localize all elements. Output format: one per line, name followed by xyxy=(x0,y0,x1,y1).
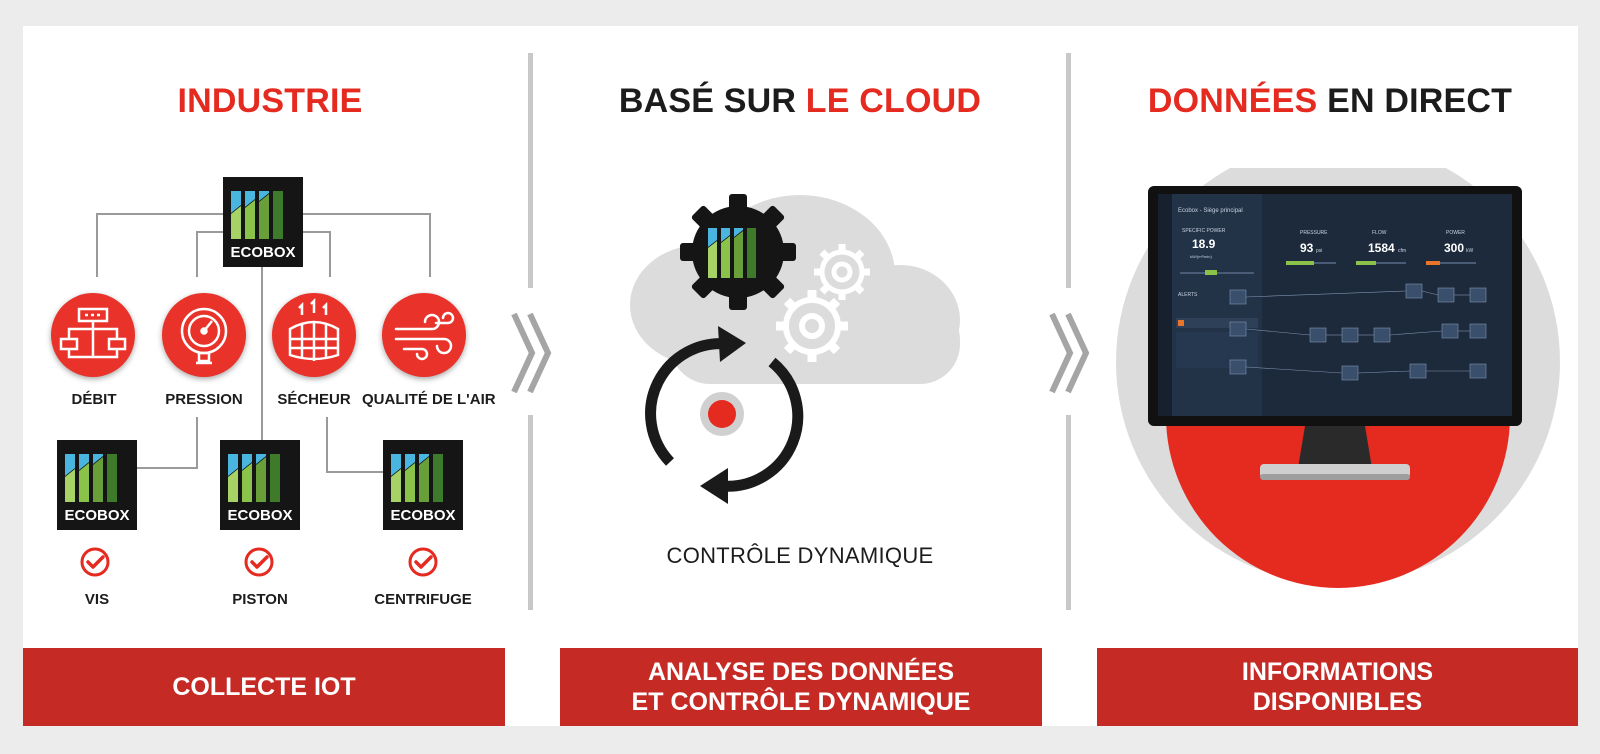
ecobox-label: ECOBOX xyxy=(227,507,293,524)
gear-icon xyxy=(680,194,796,310)
ecobox-centrifuge: ECOBOX xyxy=(383,440,463,530)
dryer-icon xyxy=(272,293,356,377)
cloud-caption: CONTRÔLE DYNAMIQUE xyxy=(666,543,934,568)
separator-bottom-1 xyxy=(528,415,533,610)
banner-collecte-iot-text: COLLECTE IOT xyxy=(172,673,356,701)
banner-informations-line2: DISPONIBLES xyxy=(1252,688,1423,716)
red-half-circle xyxy=(1166,416,1510,588)
screen-header: Ecobox - Siège principal xyxy=(1178,208,1243,214)
screen-kpi1-label: PRESSURE xyxy=(1300,230,1328,236)
ecobox-vis: ECOBOX xyxy=(57,440,137,530)
chevron-right-icon xyxy=(1049,312,1090,394)
ecobox-label: ECOBOX xyxy=(230,244,296,261)
pressure-gauge-icon xyxy=(162,293,246,377)
direct-title: DONNÉES EN DIRECT xyxy=(1110,82,1550,126)
air-quality-icon xyxy=(382,293,466,377)
ecobox-bars-icon xyxy=(391,454,443,502)
screen-alerts-label: ALERTS xyxy=(1178,292,1198,298)
sensor-label-debit: DÉBIT xyxy=(71,391,117,408)
screen-kpi3-value: 300 xyxy=(1444,241,1464,255)
screen-kpi2-unit: cfm xyxy=(1398,248,1406,254)
ecobox-bars-icon xyxy=(228,454,280,502)
compressor-label-piston: PISTON xyxy=(232,591,288,608)
monitor-illustration: Ecobox - Siège principal SPECIFIC POWER … xyxy=(1116,168,1560,588)
sensor-label-secheur: SÉCHEUR xyxy=(277,391,351,408)
compressor-label-centrifuge: CENTRIFUGE xyxy=(374,591,472,608)
screen-kpi1-unit: psi xyxy=(1316,248,1322,254)
industrie-title: INDUSTRIE xyxy=(177,82,363,120)
banner-informations: INFORMATIONS DISPONIBLES xyxy=(1097,648,1578,726)
sensor-label-pression: PRESSION xyxy=(165,391,243,408)
gear-icon xyxy=(776,290,848,362)
screen-kpi3-label: POWER xyxy=(1446,230,1465,236)
cloud-icon xyxy=(630,195,960,384)
cycle-arrows-icon xyxy=(645,326,804,504)
chevron-right-icon xyxy=(511,312,552,394)
direct-title-part2: EN DIRECT xyxy=(1327,82,1513,120)
screen-kpi-left-label: SPECIFIC POWER xyxy=(1182,228,1226,234)
direct-title-part1: DONNÉES xyxy=(1147,82,1318,120)
cloud-title: BASÉ SUR LE CLOUD xyxy=(580,82,1020,126)
ecobox-bars-icon xyxy=(231,191,283,239)
banner-analyse-line2: ET CONTRÔLE DYNAMIQUE xyxy=(631,688,971,716)
flow-icon xyxy=(51,293,135,377)
banner-informations-line1: INFORMATIONS xyxy=(1241,658,1434,686)
separator-top-2 xyxy=(1066,53,1071,288)
screen-kpi2-value: 1584 xyxy=(1368,241,1395,255)
gear-icon xyxy=(814,244,870,300)
ecobox-label: ECOBOX xyxy=(390,507,456,524)
screen-kpi3-unit: kW xyxy=(1466,248,1474,254)
screen-kpi-left-value: 18.9 xyxy=(1192,237,1216,251)
check-icon xyxy=(408,547,438,577)
cloud-title-part2: LE CLOUD xyxy=(805,82,982,120)
ecobox-top: ECOBOX xyxy=(223,177,303,267)
ecobox-piston: ECOBOX xyxy=(220,440,300,530)
cloud-illustration xyxy=(630,194,960,504)
cloud-title-part1: BASÉ SUR xyxy=(618,82,797,120)
banner-collecte-iot: COLLECTE IOT xyxy=(23,648,505,726)
banner-analyse-line1: ANALYSE DES DONNÉES xyxy=(647,658,955,686)
screen-kpi2-label: FLOW xyxy=(1372,230,1387,236)
dashboard-screen: Ecobox - Siège principal SPECIFIC POWER … xyxy=(1176,208,1487,381)
ecobox-bars-icon xyxy=(65,454,117,502)
sensor-label-qualite-air: QUALITÉ DE L'AIR xyxy=(362,391,496,408)
screen-kpi1-value: 93 xyxy=(1300,241,1314,255)
compressor-label-vis: VIS xyxy=(84,591,110,608)
ecobox-label: ECOBOX xyxy=(64,507,130,524)
check-icon xyxy=(80,547,110,577)
separator-top-1 xyxy=(528,53,533,288)
banner-analyse: ANALYSE DES DONNÉES ET CONTRÔLE DYNAMIQU… xyxy=(560,648,1042,726)
separator-bottom-2 xyxy=(1066,415,1071,610)
check-icon xyxy=(244,547,274,577)
screen-kpi-left-unit: kW/(m³/min) xyxy=(1190,254,1212,259)
